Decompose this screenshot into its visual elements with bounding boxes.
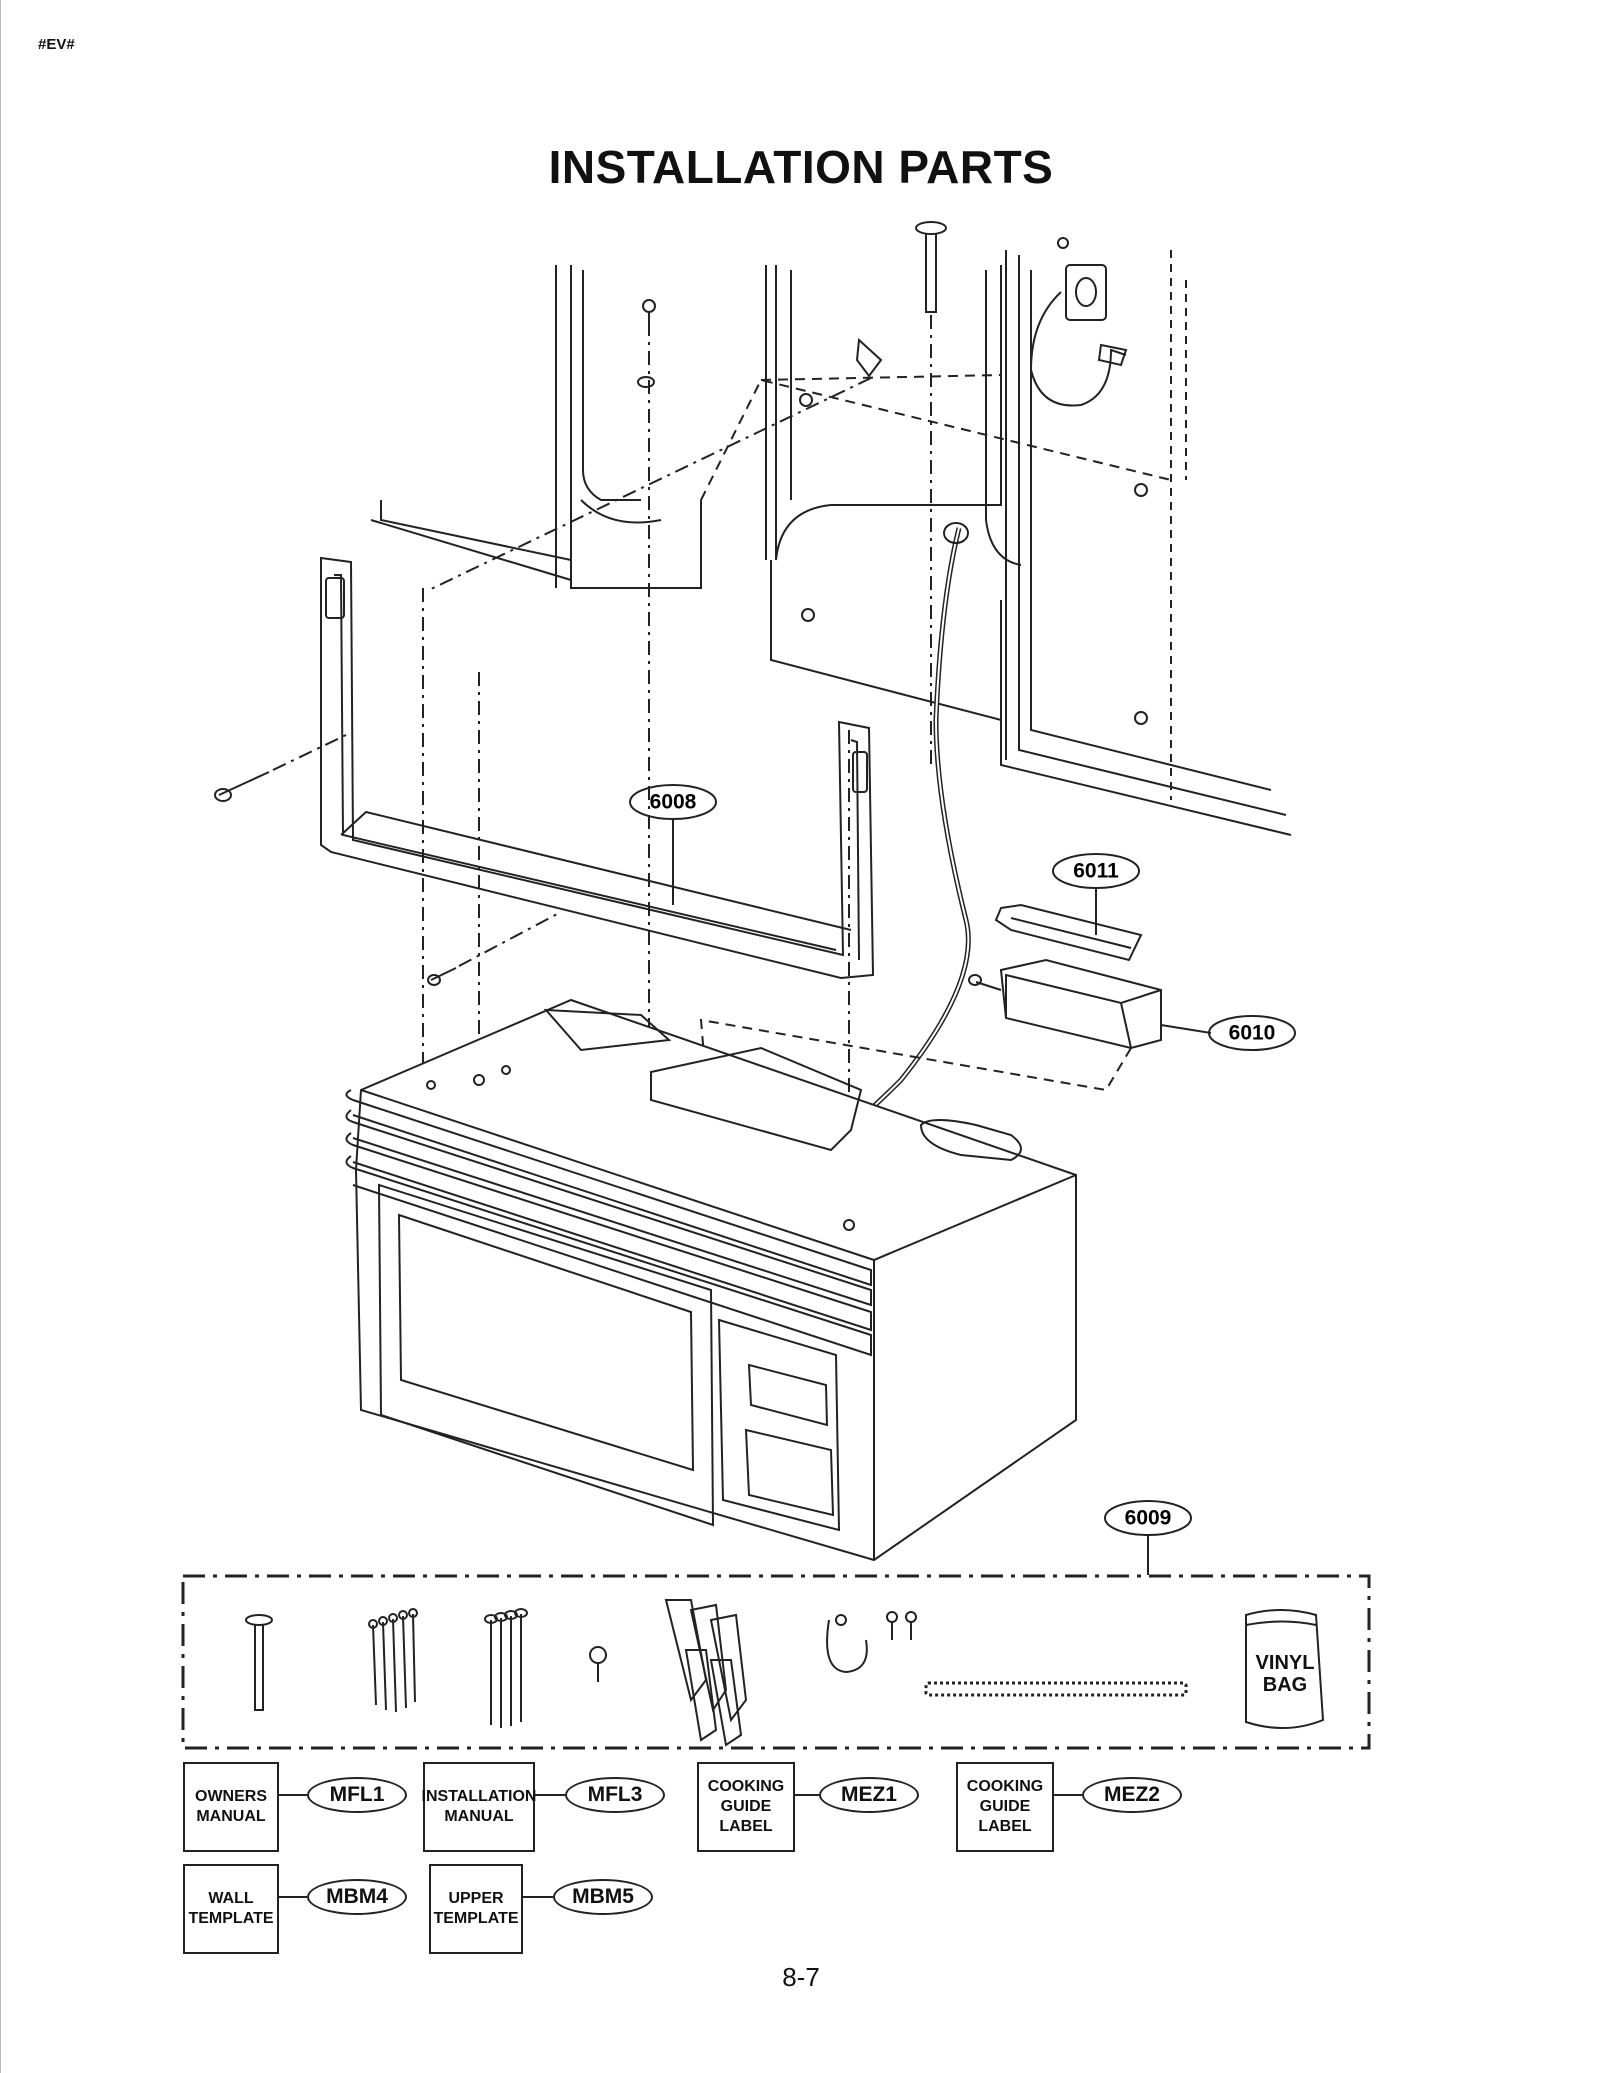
kit-small-screw	[589, 1646, 607, 1682]
kit-wood-screws-set	[368, 1608, 418, 1713]
damper-housing	[968, 958, 1162, 1050]
page-number: 8-7	[782, 1962, 820, 1992]
doc-code-mez1: MEZ1	[819, 1777, 919, 1813]
callout-6011-oval	[1052, 853, 1140, 889]
doc-code-mfl1: MFL1	[307, 1777, 407, 1813]
top-bolt	[915, 221, 947, 770]
doc-code-mez2: MEZ2	[1082, 1777, 1182, 1813]
doc-leader	[523, 1896, 553, 1898]
kit-cord-spring	[924, 1681, 1188, 1697]
callout-6008: 6008	[650, 791, 697, 814]
doc-cooking-guide-label-2: COOKING GUIDE LABEL	[956, 1762, 1054, 1852]
kit-long-bolt	[245, 1614, 273, 1711]
kit-toggle-wings	[664, 1599, 748, 1747]
plate-screw-left	[214, 734, 347, 802]
plate-screw-bottom	[427, 911, 562, 986]
doc-leader	[279, 1896, 307, 1898]
doc-leader	[795, 1794, 819, 1796]
doc-leader	[1054, 1794, 1082, 1796]
callout-6010-oval	[1208, 1015, 1296, 1051]
toggle-bolt	[428, 337, 883, 591]
vinyl-bag-label: VINYL BAG	[1255, 1652, 1315, 1696]
doc-cooking-guide-label-1: COOKING GUIDE LABEL	[697, 1762, 795, 1852]
doc-code-mfl3: MFL3	[565, 1777, 665, 1813]
callout-6009-oval	[1104, 1500, 1192, 1536]
doc-leader	[535, 1794, 565, 1796]
doc-upper-template: UPPER TEMPLATE	[429, 1864, 523, 1954]
doc-code-mbm4: MBM4	[307, 1879, 407, 1915]
doc-leader	[279, 1794, 307, 1796]
damper-plate	[994, 903, 1143, 962]
doc-owners-manual: OWNERS MANUAL	[183, 1762, 279, 1852]
callout-6011: 6011	[1073, 860, 1119, 883]
page-title: INSTALLATION PARTS	[548, 141, 1054, 193]
upper-cabinet	[370, 250, 1292, 836]
power-outlet	[1029, 237, 1128, 407]
kit-long-screws-set	[484, 1608, 528, 1728]
kit-cord-clamp	[826, 1611, 917, 1674]
callout-6009: 6009	[1125, 1507, 1172, 1530]
model-code: #EV#	[38, 36, 75, 53]
leader-6010	[1160, 1024, 1212, 1034]
kit-box	[181, 1574, 1371, 1750]
kit-vinyl-bag	[1245, 1609, 1325, 1730]
power-cord	[821, 522, 971, 1152]
mounting-plate	[320, 556, 875, 980]
callout-6008-oval	[629, 784, 717, 820]
doc-code-mbm5: MBM5	[553, 1879, 653, 1915]
callout-6010: 6010	[1229, 1022, 1276, 1045]
doc-installation-manual: INSTALLATION MANUAL	[422, 1762, 536, 1852]
microwave-oven	[345, 998, 1077, 1562]
damper-guide	[699, 1018, 1132, 1092]
doc-wall-template: WALL TEMPLATE	[183, 1864, 279, 1954]
wall-screw-top	[637, 299, 656, 1070]
